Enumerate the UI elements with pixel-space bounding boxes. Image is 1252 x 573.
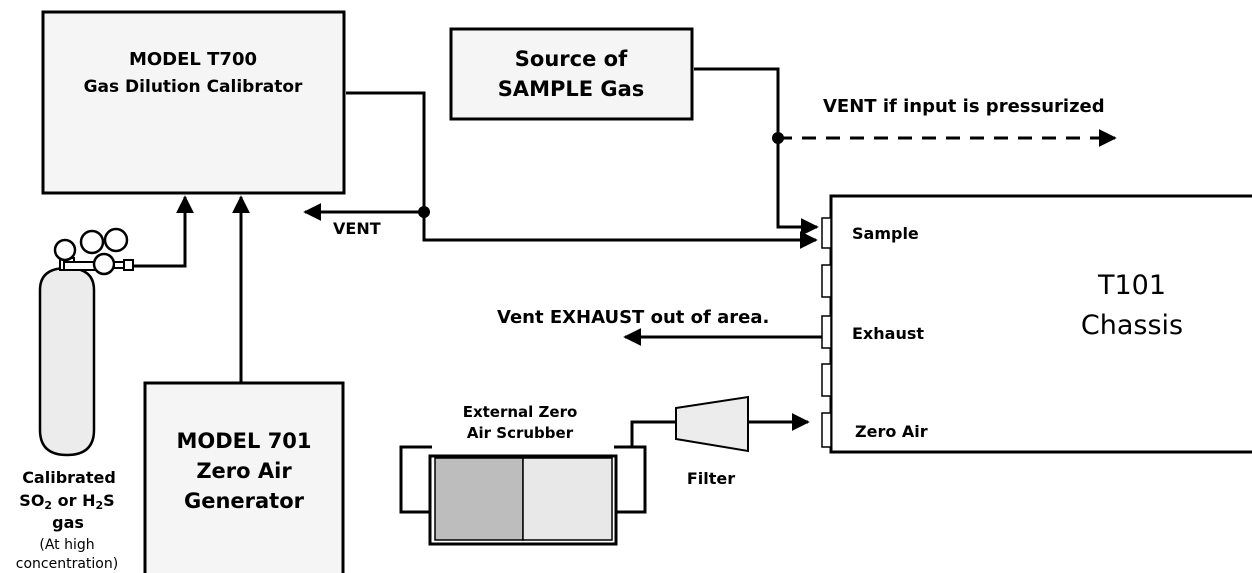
sample-junction-dot (772, 132, 784, 144)
port-label-exhaust: Exhaust (852, 324, 924, 343)
cylinder-line1: Calibrated (22, 468, 116, 487)
vent-exhaust-label: Vent EXHAUST out of area. (497, 307, 769, 328)
scrubber-to-filter-line (630, 420, 676, 447)
spare-port-2 (821, 363, 832, 397)
chassis-title: T101 (1097, 270, 1166, 301)
calibrator-title: MODEL T700 (129, 49, 257, 70)
sample-source-line1: Source of (515, 47, 628, 71)
sample-source-box: Source of SAMPLE Gas (449, 27, 694, 121)
calibrator-output-line (346, 91, 818, 249)
cylinder-line2: SO2 or H2S (19, 491, 114, 512)
calibrator-subtitle: Gas Dilution Calibrator (84, 77, 303, 97)
port-label-zero-air: Zero Air (855, 422, 928, 441)
cylinder-caption: Calibrated SO2 or H2S gas (At high conce… (16, 468, 118, 572)
scrubber-line1: External Zero (463, 403, 578, 421)
cylinder-to-calibrator-line (133, 195, 194, 268)
sample-port (821, 217, 832, 249)
calibrator-box: MODEL T700 Gas Dilution Calibrator (41, 10, 346, 195)
spare-port-1 (821, 264, 832, 298)
zero-air-generator-box: MODEL 701 Zero Air Generator (143, 381, 345, 573)
scrubber-line2: Air Scrubber (467, 424, 574, 442)
zero-air-port (821, 412, 832, 448)
zero-air-scrubber: External Zero Air Scrubber (399, 403, 647, 546)
gas-cylinder-icon (38, 227, 134, 457)
sample-to-chassis-line (694, 67, 819, 236)
chassis-box: T101 Chassis Sample Exhaust Zero Air (829, 194, 1252, 454)
exhaust-port (821, 315, 832, 349)
filter-label: Filter (687, 469, 735, 488)
filter-icon (675, 395, 749, 453)
sample-source-line2: SAMPLE Gas (498, 77, 645, 101)
generator-line2: Zero Air (196, 459, 292, 483)
cylinder-line5: concentration) (16, 556, 118, 572)
cylinder-line4: (At high (39, 537, 94, 553)
vent-junction-dot (418, 206, 430, 218)
vent-pressurized-label: VENT if input is pressurized (823, 96, 1105, 117)
chassis-subtitle: Chassis (1081, 310, 1183, 341)
port-label-sample: Sample (852, 224, 919, 243)
generator-line3: Generator (184, 489, 305, 513)
cylinder-line3: gas (52, 513, 84, 532)
generator-line1: MODEL 701 (176, 429, 311, 453)
vent-label: VENT (333, 219, 381, 238)
